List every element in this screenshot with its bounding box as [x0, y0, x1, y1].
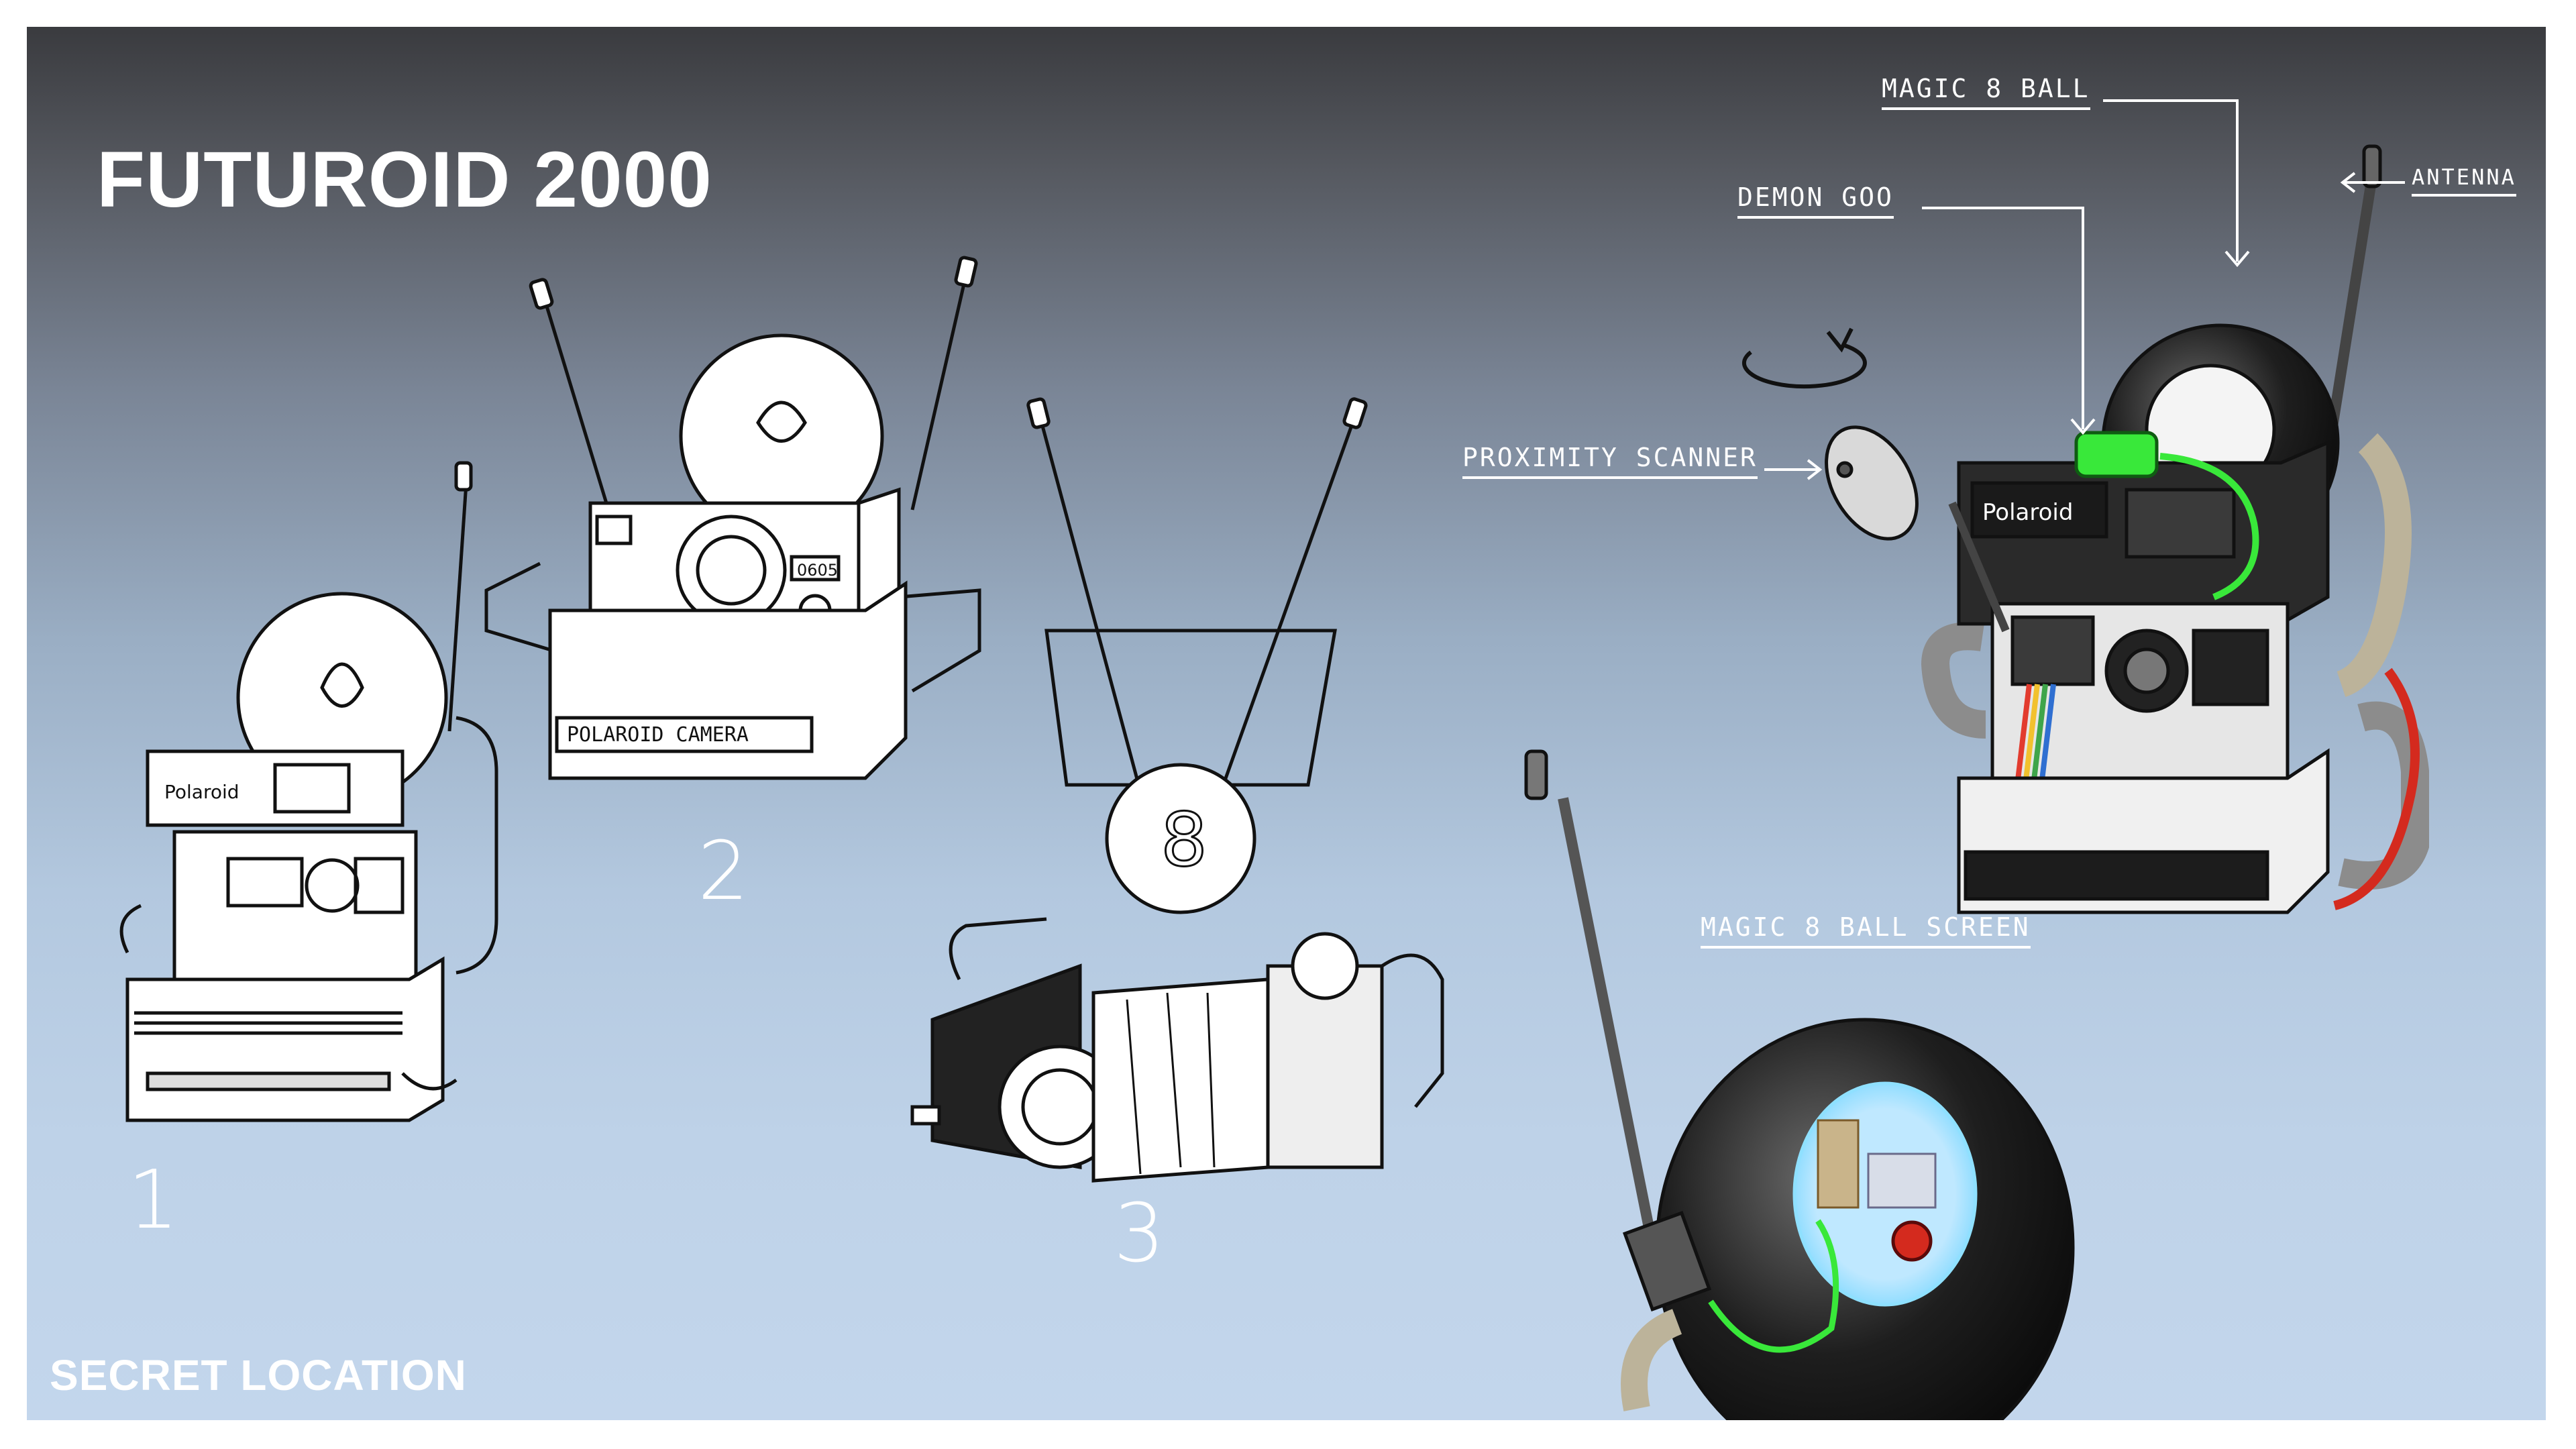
concept-board: Polaroid — [27, 27, 2546, 1420]
concept-3-sketch: 8 — [910, 397, 1444, 1183]
annotation-demon-goo: Demon Goo — [1737, 182, 1894, 219]
secret-location-logo: SECRET LOCATION — [50, 1351, 467, 1399]
annotation-antenna: Antenna — [2412, 164, 2516, 197]
rotate-icon — [1742, 343, 1867, 389]
concept-3-number: 3 — [1114, 1187, 1165, 1281]
final-design-illustration: Polaroid — [1742, 144, 2429, 914]
concept-1-brand-label: Polaroid — [164, 781, 239, 803]
concept-2-sketch: 0605 POLAROID CAMERA — [484, 256, 981, 780]
concept-2-brand-label: POLAROID CAMERA — [567, 723, 749, 747]
concept-art: Polaroid — [119, 99, 2429, 1420]
concept-1-sketch: Polaroid — [119, 461, 498, 1122]
final-brand-label: Polaroid — [1982, 499, 2073, 526]
concept-3-ball-number: 8 — [1161, 797, 1208, 883]
concept-1-number: 1 — [127, 1154, 179, 1247]
annotation-magic-8-ball-screen: Magic 8 Ball Screen — [1701, 912, 2031, 949]
page-title: FUTUROID 2000 — [97, 136, 712, 224]
annotation-magic-8-ball: Magic 8 Ball — [1882, 74, 2090, 110]
annotation-lines — [1764, 99, 2405, 480]
concept-2-number: 2 — [698, 825, 749, 918]
magic-8-ball-screen-illustration — [1524, 749, 2075, 1420]
annotation-proximity-scanner: Proximity Scanner — [1462, 443, 1758, 479]
concept-2-badge: 0605 — [797, 561, 838, 580]
